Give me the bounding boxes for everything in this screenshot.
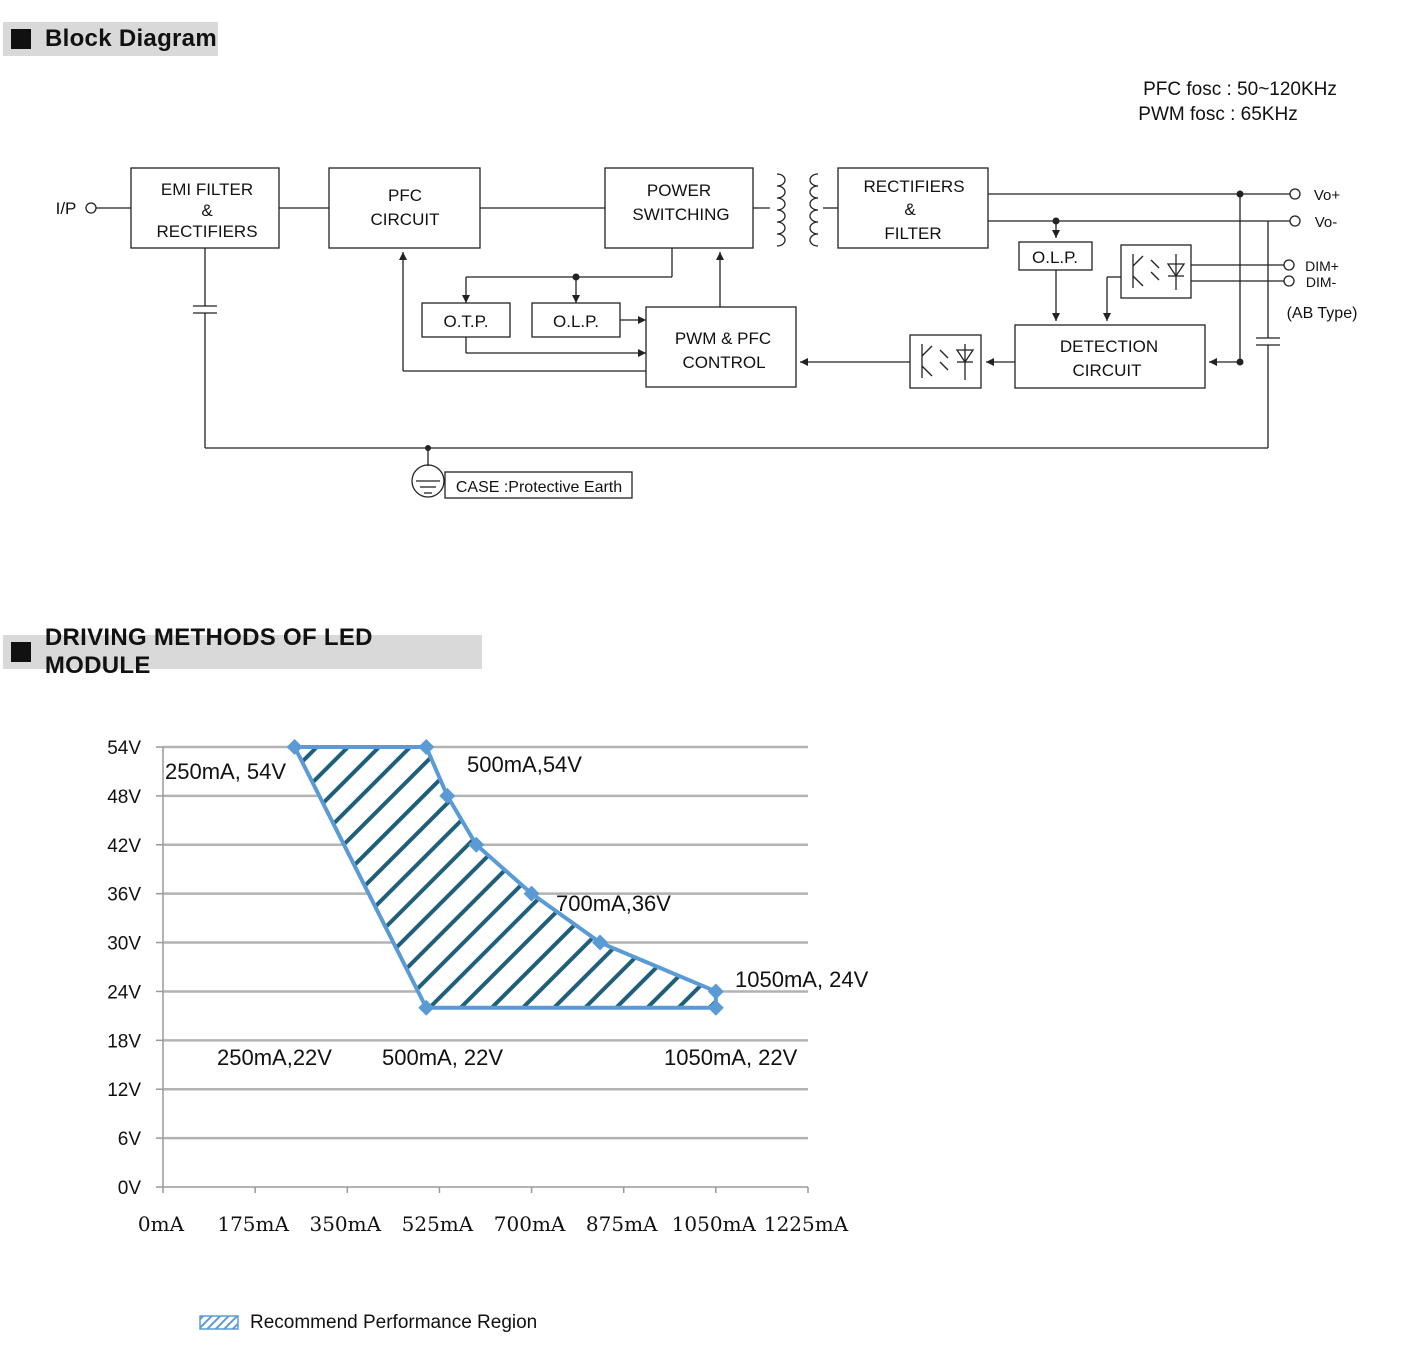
header-square-icon	[11, 29, 31, 49]
point-annotation: 500mA, 22V	[382, 1045, 503, 1070]
y-tick-label: 12V	[107, 1080, 141, 1101]
y-tick-label: 48V	[107, 787, 141, 808]
driving-methods-title: DRIVING METHODS OF LED MODULE	[44, 624, 373, 679]
y-tick-label: 6V	[118, 1129, 142, 1150]
case-label: CASE :Protective Earth	[456, 479, 622, 496]
y-tick-label: 36V	[107, 885, 141, 906]
point-annotation: 1050mA, 22V	[664, 1045, 798, 1070]
emi-line-2: &	[201, 201, 213, 220]
point-annotation: 250mA, 54V	[165, 759, 286, 784]
rect-line-1: RECTIFIERS	[863, 177, 964, 196]
case-label-box	[444, 471, 633, 499]
performance-region	[292, 745, 718, 1010]
otp-block	[421, 302, 511, 338]
data-point-marker	[439, 787, 456, 804]
dim-plus-label: DIM+	[1305, 258, 1339, 274]
data-point-marker	[523, 885, 540, 902]
y-tick-label: 18V	[107, 1031, 141, 1052]
pfc-circuit-block	[328, 167, 481, 249]
ab-type-label: (AB Type)	[1287, 305, 1358, 322]
x-tick-label: 525mA	[402, 1212, 474, 1236]
x-tick-label: 175mA	[217, 1212, 289, 1236]
data-point-marker	[286, 739, 303, 755]
emi-line-3: RECTIFIERS	[156, 222, 257, 241]
power-line-2: SWITCHING	[632, 205, 729, 224]
rect-line-3: FILTER	[884, 224, 941, 243]
olp-output-label: O.L.P.	[1032, 248, 1078, 267]
pwm-pfc-control-block	[645, 306, 797, 388]
vo-plus-label: Vo+	[1314, 187, 1341, 204]
rect-line-2: &	[904, 200, 916, 219]
point-annotation: 250mA,22V	[217, 1045, 332, 1070]
x-tick-label: 700mA	[494, 1212, 566, 1236]
detect-line-2: CIRCUIT	[1073, 361, 1142, 380]
y-tick-label: 54V	[107, 738, 141, 759]
data-point-marker	[418, 999, 435, 1016]
power-switching-block	[604, 167, 754, 249]
vo-minus-label: Vo-	[1315, 214, 1338, 231]
driving-methods-chart: 54V 48V 42V 36V 30V 24V 18V 12V 6V 0V 0mA 175mA 350…	[107, 738, 869, 1333]
freq-pwm: PWM fosc : 65KHz	[1138, 104, 1297, 125]
detection-circuit-block	[1014, 324, 1206, 389]
point-annotation: 1050mA, 24V	[735, 967, 869, 992]
legend-label: Recommend Performance Region	[250, 1312, 537, 1333]
olp-output-block	[1018, 241, 1093, 271]
legend-swatch	[199, 1315, 239, 1330]
block-diagram: PFC fosc : 50~120KHz PWM fosc : 65KHz I/…	[56, 79, 1358, 499]
data-point-marker	[592, 934, 609, 951]
data-point-marker	[418, 739, 435, 755]
emi-line-1: EMI FILTER	[161, 180, 253, 199]
x-tick-label: 1050mA	[672, 1212, 757, 1236]
x-tick-label: 1225mA	[764, 1212, 849, 1236]
olp-label: O.L.P.	[553, 312, 599, 331]
point-annotation: 700mA,36V	[556, 891, 671, 916]
power-line-1: POWER	[647, 181, 711, 200]
y-tick-label: 42V	[107, 836, 141, 857]
rectifiers-filter-block	[837, 167, 989, 249]
freq-pfc: PFC fosc : 50~120KHz	[1143, 79, 1337, 100]
point-annotation: 500mA,54V	[467, 752, 582, 777]
block-diagram-header: Block Diagram	[3, 22, 218, 56]
data-point-marker	[707, 983, 724, 1000]
pfc-line-2: CIRCUIT	[371, 210, 440, 229]
pwm-line-2: CONTROL	[682, 353, 765, 372]
otp-label: O.T.P.	[443, 312, 488, 331]
y-tick-label: 24V	[107, 982, 141, 1003]
block-diagram-title: Block Diagram	[45, 25, 217, 52]
pfc-line-1: PFC	[388, 186, 422, 205]
y-tick-label: 0V	[118, 1178, 142, 1199]
input-label: I/P	[56, 199, 77, 218]
dim-minus-label: DIM-	[1306, 274, 1337, 290]
x-tick-label: 0mA	[138, 1212, 185, 1236]
pwm-line-1: PWM & PFC	[675, 329, 771, 348]
olp-block	[531, 302, 621, 338]
x-tick-label: 875mA	[586, 1212, 658, 1236]
data-point-marker	[468, 836, 485, 853]
emi-filter-block	[130, 167, 280, 249]
x-tick-label: 350mA	[309, 1212, 381, 1236]
y-tick-label: 30V	[107, 934, 141, 955]
data-point-marker	[707, 999, 724, 1016]
header-square-icon	[11, 642, 31, 662]
detect-line-1: DETECTION	[1060, 337, 1158, 356]
driving-methods-header: DRIVING METHODS OF LED MODULE	[3, 624, 482, 679]
